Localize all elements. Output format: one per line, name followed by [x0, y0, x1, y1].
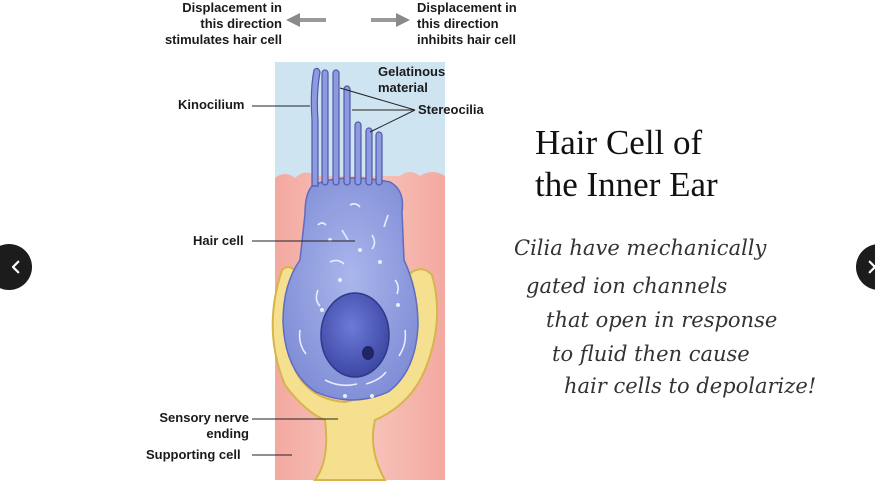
kinocilium-label: Kinocilium — [178, 97, 245, 112]
note-line-3: that open in response — [546, 308, 778, 332]
pointer-lines — [252, 87, 416, 456]
supporting-cell-label: Supporting cell — [146, 447, 241, 462]
nucleus — [320, 292, 390, 378]
gelatinous-line-2: material — [378, 80, 428, 95]
nucleolus — [362, 346, 374, 360]
disp-right-line-2: this direction — [417, 16, 499, 31]
disp-right-line-1: Displacement in — [417, 0, 517, 15]
displacement-left-arrow — [286, 13, 326, 27]
gelatinous-line-1: Gelatinous — [378, 64, 446, 79]
note-line-1: Cilia have mechanically — [514, 236, 767, 260]
stereocilia-label: Stereocilia — [418, 102, 484, 117]
disp-left-line-3: stimulates hair cell — [164, 32, 282, 47]
chevron-left-icon — [7, 258, 25, 276]
next-slide-button[interactable] — [856, 244, 875, 290]
title-line-1: Hair Cell of — [535, 123, 703, 162]
disp-left-line-2: this direction — [200, 16, 282, 31]
gelatinous-material-label: Gelatinous material — [378, 64, 445, 96]
displacement-inhibits-label: Displacement in this direction inhibits … — [417, 0, 517, 48]
slide-title: Hair Cell of the Inner Ear — [535, 122, 718, 206]
disp-right-line-3: inhibits hair cell — [417, 32, 516, 47]
hair-cell-label: Hair cell — [193, 233, 244, 248]
sensory-nerve-label: Sensory nerve ending — [140, 410, 249, 442]
vesicles — [320, 238, 400, 398]
disp-left-line-1: Displacement in — [182, 0, 282, 15]
displacement-right-arrow — [371, 13, 410, 27]
displacement-stimulates-label: Displacement in this direction stimulate… — [150, 0, 282, 48]
stereocilia — [321, 69, 383, 186]
note-line-4: to fluid then cause — [552, 342, 750, 366]
chevron-right-icon — [863, 258, 875, 276]
title-line-2: the Inner Ear — [535, 165, 718, 204]
note-line-2: gated ion channels — [526, 274, 728, 298]
note-line-5: hair cells to depolarize! — [564, 374, 817, 398]
kinocilium — [310, 67, 321, 187]
organelles — [298, 203, 407, 387]
sensory-line-2: ending — [206, 426, 249, 441]
sensory-line-1: Sensory nerve — [159, 410, 249, 425]
